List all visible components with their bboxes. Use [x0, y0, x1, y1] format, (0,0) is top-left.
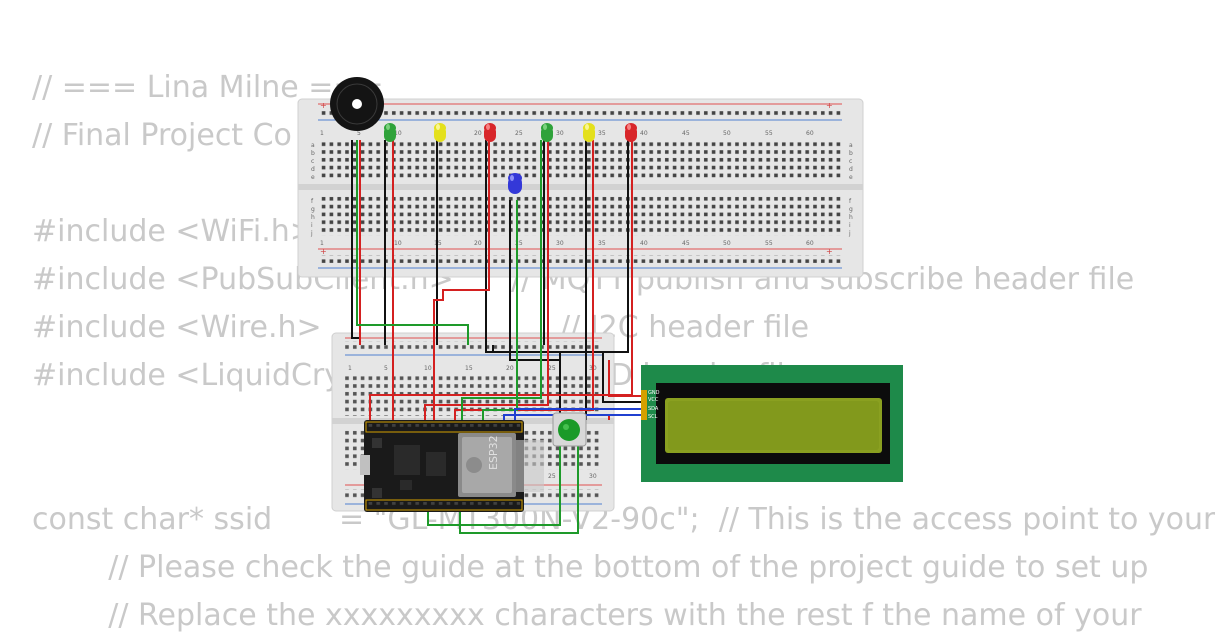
esp32-logo: ESP32	[487, 435, 500, 470]
column-number: 40	[640, 240, 648, 247]
row-letter: h	[311, 214, 315, 221]
column-number: 1	[320, 240, 324, 247]
row-letter: b	[311, 150, 315, 157]
led-green-1[interactable]	[384, 123, 396, 142]
row-letter: g	[311, 206, 315, 213]
code-line: #include <PubSubClient.h> // MQTT publis…	[32, 262, 1135, 297]
column-number: 30	[589, 473, 597, 480]
row-letter: e	[311, 174, 315, 181]
column-number: 20	[474, 240, 482, 247]
column-number: 30	[556, 130, 564, 137]
column-number: 60	[806, 130, 814, 137]
column-number: 55	[765, 240, 773, 247]
lcd-pin-sda: SDA	[648, 406, 659, 412]
column-number: 45	[682, 240, 690, 247]
column-number: 30	[556, 240, 564, 247]
wires-black[interactable]	[351, 140, 643, 420]
column-number: 35	[598, 130, 606, 137]
lcd-pin-vcc: VCC	[648, 397, 659, 403]
plus-rail-icon: +	[826, 247, 833, 256]
lcd-pin-gnd: GND	[648, 390, 660, 396]
code-line: #include <WiFi.h>	[32, 214, 315, 249]
row-letter: i	[849, 222, 851, 229]
row-letter: f	[311, 198, 314, 205]
row-letter: c	[311, 158, 314, 165]
row-letter: e	[849, 174, 853, 181]
column-number: 25	[515, 240, 523, 247]
column-number: 5	[357, 130, 361, 137]
column-number: 15	[465, 365, 473, 372]
led-green-2[interactable]	[541, 123, 553, 142]
code-line: // Please check the guide at the bottom …	[32, 550, 1149, 585]
row-letter: g	[849, 206, 853, 213]
column-number: 25	[548, 365, 556, 372]
led-red-2[interactable]	[625, 123, 637, 142]
lcd-pin-scl: SCL	[648, 414, 658, 420]
column-number: 10	[394, 240, 402, 247]
column-number: 25	[515, 130, 523, 137]
column-number: 10	[394, 130, 402, 137]
plus-rail-icon: +	[826, 101, 833, 110]
wires-green[interactable]	[356, 140, 579, 534]
row-letter: b	[849, 150, 853, 157]
row-letter: f	[849, 198, 852, 205]
column-number: 35	[598, 240, 606, 247]
plus-rail-icon: +	[320, 101, 327, 110]
code-line: #include <Wire.h> // I2C header file	[32, 310, 810, 345]
column-number: 5	[384, 365, 388, 372]
row-letter: c	[849, 158, 852, 165]
plus-rail-icon: +	[320, 247, 327, 256]
led-yellow-1[interactable]	[434, 123, 446, 142]
breadboard-main[interactable]: 1 5 10 15 20 25 30 35 40 45 50 55 60 1 1…	[297, 98, 864, 278]
column-number: 1	[320, 130, 324, 137]
code-line: const char* ssid = "GL-MT300N-V2-90c"; /…	[32, 502, 1215, 537]
column-number: 25	[548, 473, 556, 480]
code-line: // Final Project Co	[32, 118, 292, 153]
code-line: // Replace the xxxxxxxxx characters with…	[32, 598, 1142, 633]
row-letter: h	[849, 214, 853, 221]
column-number: 20	[506, 365, 514, 372]
row-letter: j	[848, 230, 851, 237]
row-letter: d	[849, 166, 853, 173]
row-letter: j	[310, 230, 313, 237]
column-number: 50	[723, 240, 731, 247]
column-number: 10	[424, 365, 432, 372]
row-letter: i	[311, 222, 313, 229]
column-number: 60	[806, 240, 814, 247]
led-red-1[interactable]	[484, 123, 496, 142]
lcd-display[interactable]: GND VCC SDA SCL	[641, 365, 903, 482]
esp32-board[interactable]: ESP32	[360, 420, 544, 512]
row-letter: a	[311, 142, 315, 149]
column-number: 55	[765, 130, 773, 137]
column-number: 40	[640, 130, 648, 137]
push-button[interactable]	[552, 412, 587, 447]
row-letter: d	[311, 166, 315, 173]
led-yellow-2[interactable]	[583, 123, 595, 142]
column-number: 45	[682, 130, 690, 137]
buzzer[interactable]	[330, 77, 384, 131]
row-letter: a	[849, 142, 853, 149]
column-number: 20	[474, 130, 482, 137]
column-number: 1	[348, 365, 352, 372]
led-blue[interactable]	[508, 173, 522, 194]
column-number: 50	[723, 130, 731, 137]
